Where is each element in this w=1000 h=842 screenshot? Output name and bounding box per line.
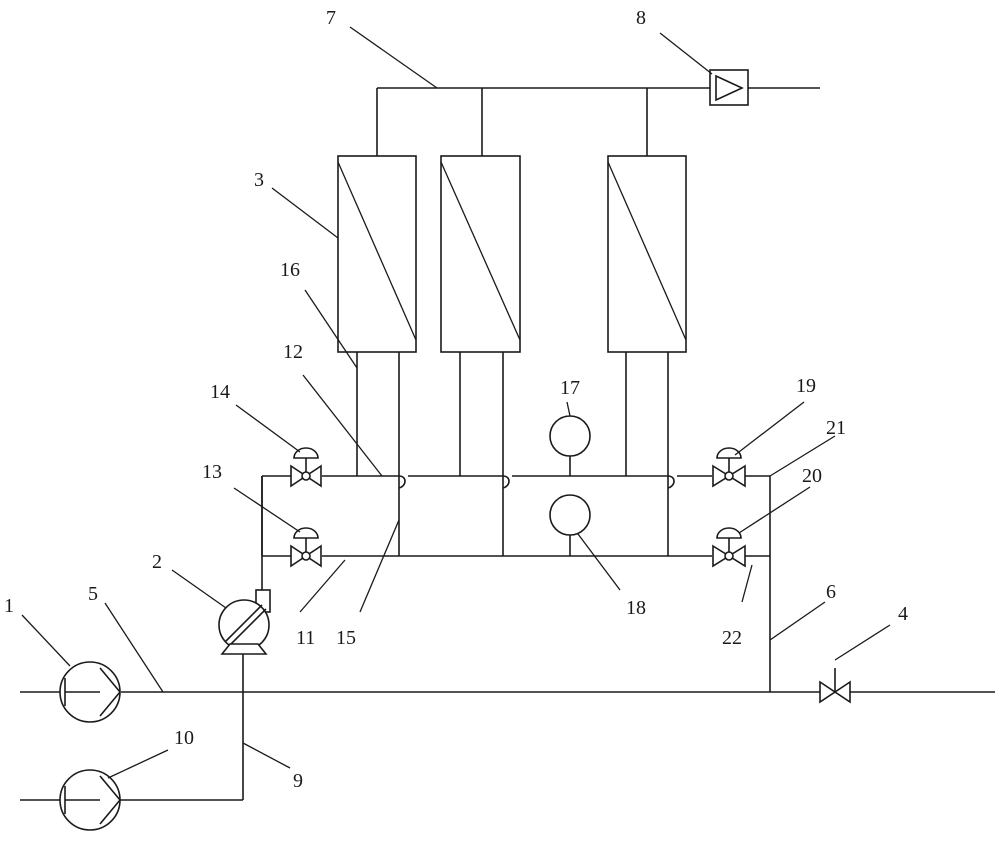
circulation-pump-icon	[218, 589, 271, 655]
piping	[20, 87, 995, 801]
membrane-module-1	[337, 155, 417, 353]
label-5: 5	[88, 583, 98, 605]
label-19: 19	[796, 375, 816, 397]
label-15: 15	[336, 627, 356, 649]
pressure-gauge-17-icon	[549, 415, 591, 457]
label-7: 7	[326, 7, 336, 29]
check-valve-icon	[709, 69, 749, 106]
control-valve-14-icon	[290, 447, 322, 488]
label-2: 2	[152, 551, 162, 573]
feed-pump-1-icon	[59, 661, 121, 723]
outlet-valve-icon	[819, 668, 851, 704]
label-13: 13	[202, 461, 222, 483]
label-10: 10	[174, 727, 194, 749]
leader-lines	[21, 26, 891, 779]
label-18: 18	[626, 597, 646, 619]
label-4: 4	[898, 603, 908, 625]
label-3: 3	[254, 169, 264, 191]
label-1: 1	[4, 595, 14, 617]
label-17: 17	[560, 377, 580, 399]
label-6: 6	[826, 581, 836, 603]
label-12: 12	[283, 341, 303, 363]
pressure-gauge-18-icon	[549, 494, 591, 536]
control-valve-13-icon	[290, 527, 322, 568]
label-14: 14	[210, 381, 230, 403]
label-20: 20	[802, 465, 822, 487]
label-21: 21	[826, 417, 846, 439]
label-9: 9	[293, 770, 303, 792]
membrane-module-3	[607, 155, 687, 353]
membrane-module-2	[440, 155, 521, 353]
control-valve-20-icon	[712, 527, 746, 568]
label-8: 8	[636, 7, 646, 29]
feed-pump-10-icon	[59, 769, 121, 831]
label-22: 22	[722, 627, 742, 649]
reference-labels: 1 2 3 4 5 6 7 8 9 10 11 12 13 14 15 16 1…	[4, 7, 908, 792]
label-16: 16	[280, 259, 300, 281]
label-11: 11	[296, 627, 315, 649]
control-valve-19-icon	[712, 447, 746, 488]
